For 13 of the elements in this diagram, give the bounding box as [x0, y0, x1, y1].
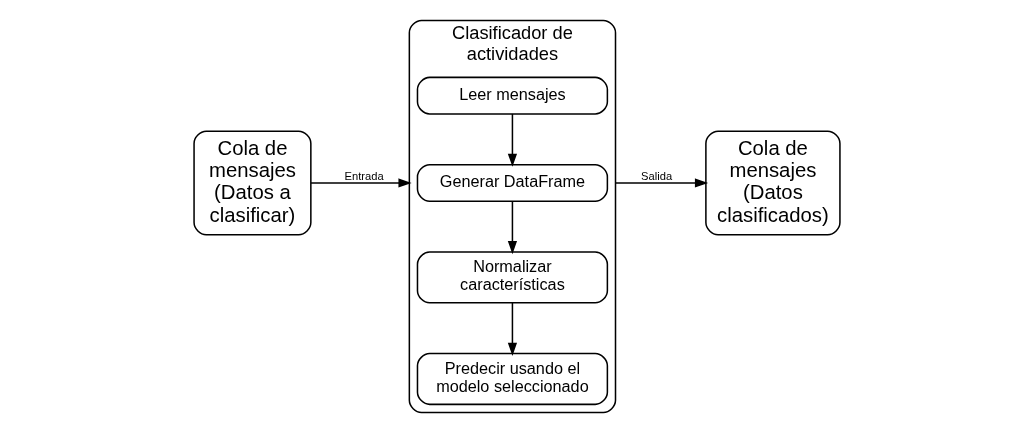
edge-label: Salida — [641, 169, 673, 182]
node-box: Cola de mensajes (Datos clasificados) — [705, 130, 841, 236]
node-box: Cola de mensajes (Datos a clasificar) — [193, 130, 312, 236]
arrow — [507, 200, 518, 255]
node-box: Predecir usando el modelo seleccionado — [416, 352, 609, 406]
arrow — [310, 178, 412, 188]
node-box: Leer mensajes — [416, 76, 609, 115]
arrow — [507, 302, 518, 356]
arrow — [507, 113, 518, 167]
edge-label: Entrada — [344, 169, 384, 182]
node-box: Generar DataFrame — [416, 163, 609, 203]
arrow — [614, 178, 709, 188]
node-box: Normalizar características — [416, 251, 609, 304]
